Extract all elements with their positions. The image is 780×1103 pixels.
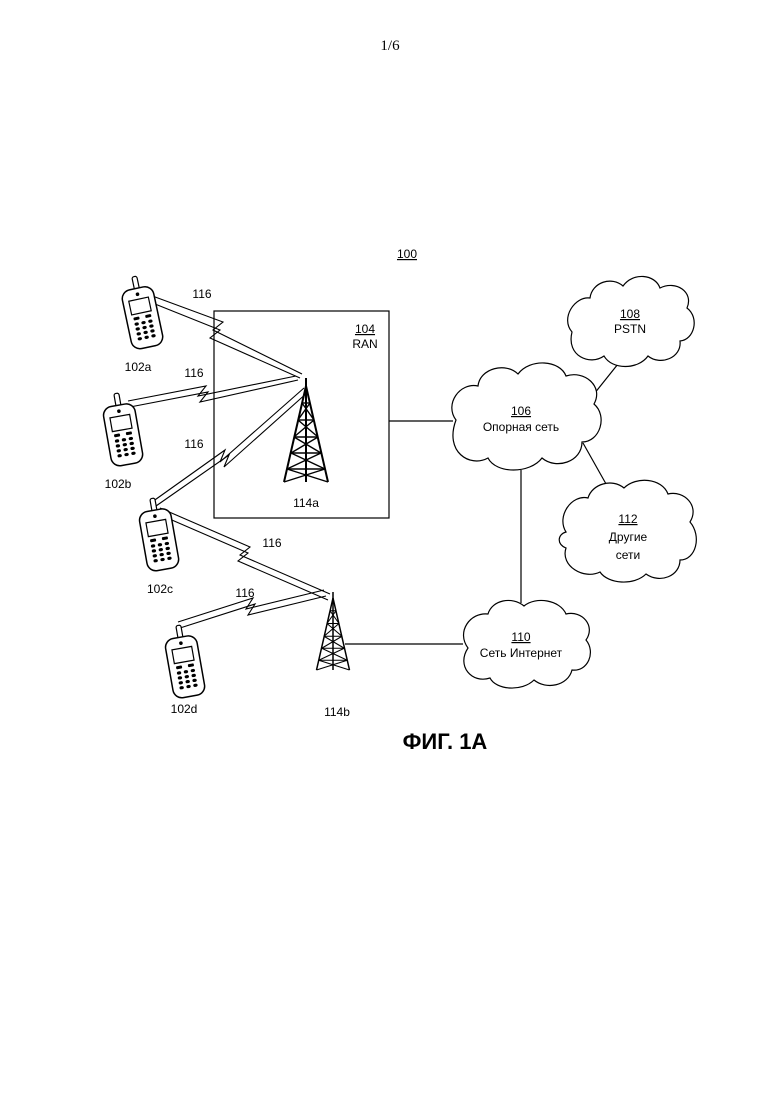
device-label-a: 102a	[125, 360, 152, 374]
air-interface-label-a: 116	[192, 287, 211, 301]
pstn-number: 108	[620, 307, 640, 321]
internet-name: Сеть Интернет	[480, 646, 563, 660]
internet-cloud	[464, 600, 591, 688]
device-label-c: 102c	[147, 582, 173, 596]
internet-number: 110	[511, 630, 530, 644]
ran-number: 104	[355, 322, 375, 336]
device-label-d: 102d	[171, 702, 198, 716]
system-label: 100	[397, 247, 417, 261]
figure-title: ФИГ. 1А	[350, 729, 540, 755]
ran-name: RAN	[352, 337, 377, 351]
core-network-number: 106	[511, 404, 531, 418]
air-interface-label-b: 116	[184, 366, 203, 380]
mobile-phone-icon	[100, 391, 144, 467]
base-station-label-b: 114b	[324, 705, 350, 719]
other-networks-line2: сети	[616, 548, 640, 562]
mobile-phone-icon	[136, 496, 180, 572]
other-networks-line1: Другие	[609, 530, 648, 544]
other-networks-number: 112	[618, 512, 637, 526]
air-interface-label-c: 116	[184, 437, 203, 451]
mobile-phone-icon	[162, 623, 206, 699]
pstn-name: PSTN	[614, 322, 646, 336]
mobile-phone-icon	[118, 273, 164, 350]
air-interface-label-d: 116	[262, 536, 281, 550]
core-network-name: Опорная сеть	[483, 420, 559, 434]
air-interface-label-e: 116	[235, 586, 254, 600]
base-station-label-a: 114a	[293, 496, 319, 510]
base-station-tower-icon	[317, 592, 350, 670]
device-label-b: 102b	[105, 477, 132, 491]
